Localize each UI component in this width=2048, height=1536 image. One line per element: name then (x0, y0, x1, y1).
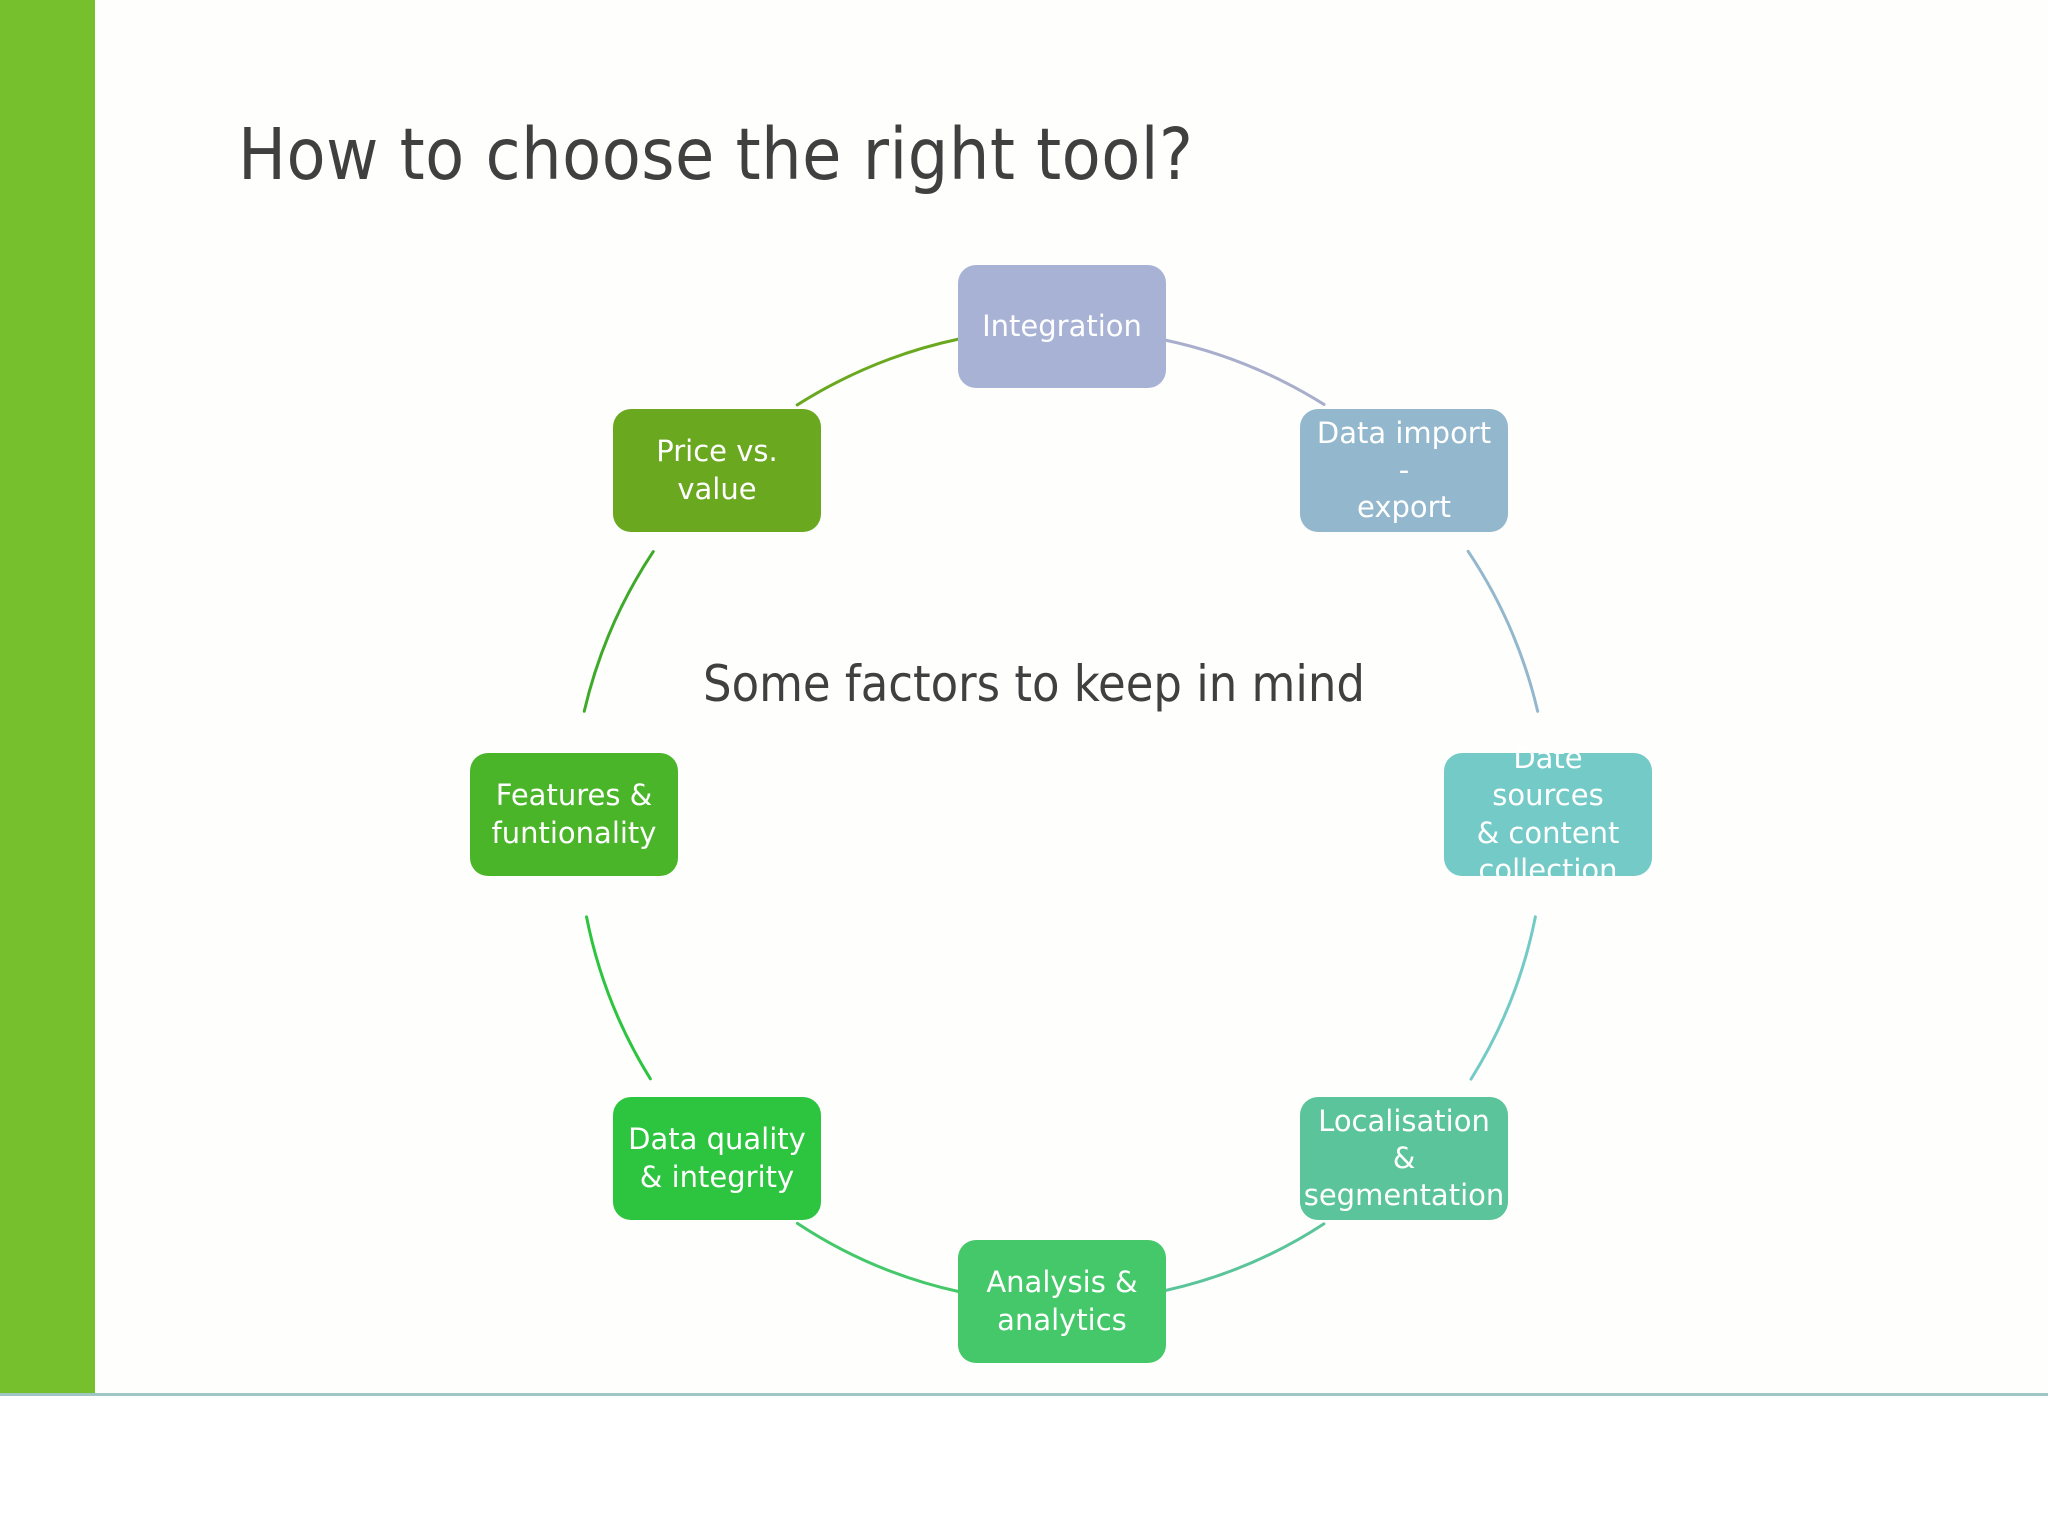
node-data-import-export[interactable]: Data import - export (1300, 409, 1508, 532)
cycle-arc-data-import-export-to-date-sources-content-collection (1466, 549, 1540, 713)
node-label: Date sources & content collection (1476, 741, 1620, 887)
cycle-arcs (582, 337, 1540, 1294)
cycle-arc-localisation-segmentation-to-analysis-analytics (1163, 1222, 1326, 1293)
cycle-arc-integration-to-data-import-export (1162, 338, 1326, 406)
left-accent-bar (0, 0, 95, 1393)
cycle-arc-price-vs-value-to-integration (795, 337, 962, 407)
node-date-sources-content-collection[interactable]: Date sources & content collection (1444, 741, 1652, 887)
footer: Kluwer TM a Wolters Kluwer business Moni… (0, 1396, 2048, 1536)
node-analysis-analytics[interactable]: Analysis & analytics (958, 1240, 1166, 1363)
node-label: Localisation & segmentation (1303, 1103, 1505, 1213)
node-label: Data quality & integrity (628, 1122, 806, 1194)
node-localisation-segmentation[interactable]: Localisation & segmentation (1300, 1097, 1508, 1220)
node-label: Integration (982, 308, 1142, 343)
cycle-arc-analysis-analytics-to-data-quality-integrity (795, 1221, 961, 1294)
node-label: Data import - export (1316, 415, 1492, 525)
cycle-arc-date-sources-content-collection-to-localisation-segmentation (1469, 915, 1537, 1081)
node-label: Analysis & analytics (986, 1265, 1138, 1337)
node-features-funtionality[interactable]: Features & funtionality (470, 753, 678, 876)
node-price-vs-value[interactable]: Price vs. value (613, 409, 821, 532)
node-integration[interactable]: Integration (958, 265, 1166, 388)
cycle-arc-data-quality-integrity-to-features-funtionality (585, 915, 652, 1081)
footer-divider (0, 1393, 2048, 1396)
node-label: Features & funtionality (491, 778, 657, 850)
page-title: How to choose the right tool? (238, 113, 1194, 196)
slide-canvas (95, 0, 2048, 1393)
cycle-arc-features-funtionality-to-price-vs-value (582, 550, 655, 713)
node-label: Price vs. value (656, 434, 778, 506)
node-data-quality-integrity[interactable]: Data quality & integrity (613, 1097, 821, 1220)
